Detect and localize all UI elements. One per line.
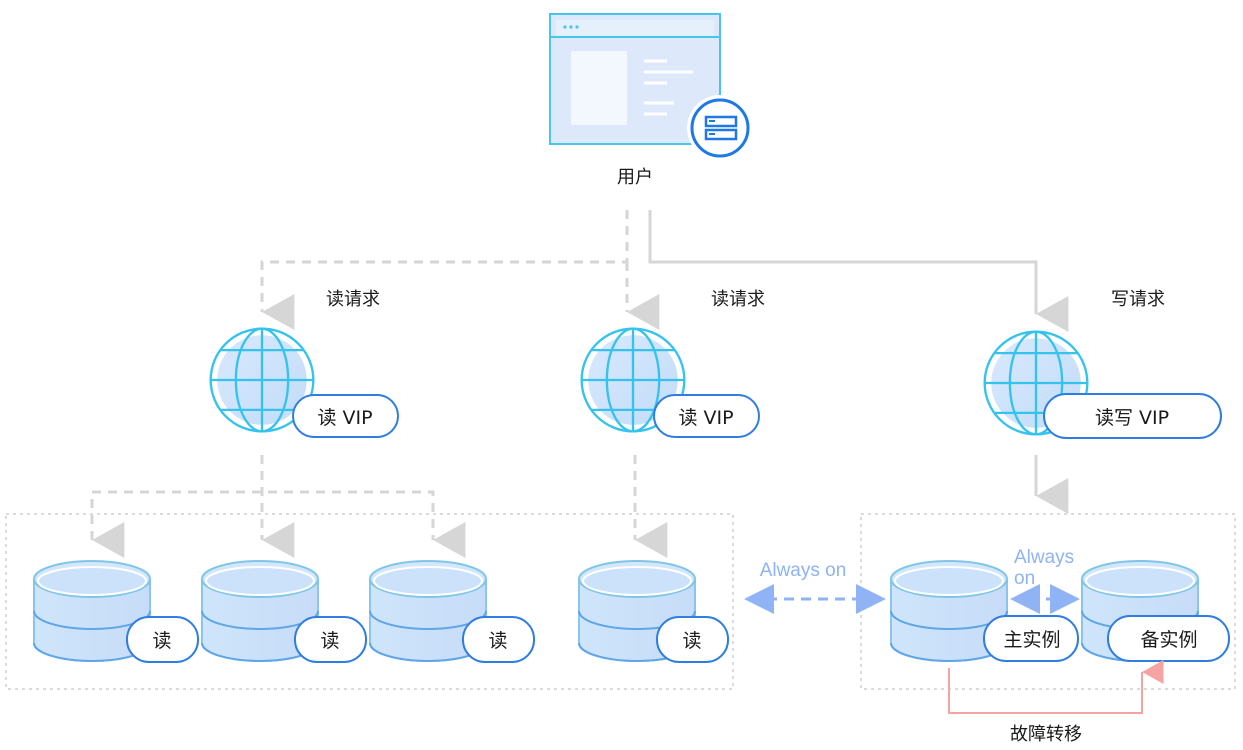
read-request-label-2: 读请求 — [711, 289, 765, 310]
failover-arrow — [948, 660, 1164, 714]
read-write-vip-node: 读写 VIP — [983, 330, 1222, 439]
read-replica-group — [5, 513, 734, 690]
user-label: 用户 — [617, 167, 653, 188]
always-on-label-outer: Always on — [760, 560, 847, 581]
read-vip-pill — [653, 394, 760, 438]
read-replica-4: 读 — [578, 560, 729, 663]
write-request-label: 写请求 — [1111, 289, 1165, 310]
primary-instance: 主实例 — [890, 560, 1079, 662]
always-on-label-inner-2: on — [1014, 568, 1035, 589]
always-on-label-inner-1: Always — [1014, 547, 1074, 568]
read-vip-node-1: 读 VIP — [209, 327, 399, 438]
read-replica-1: 读 — [33, 560, 199, 663]
read-write-vip-label: 读写 VIP — [1095, 407, 1169, 429]
user-node: 用户 — [549, 13, 753, 188]
read-request-line-1 — [260, 210, 629, 330]
read-replica-label: 读 — [488, 630, 507, 652]
standby-instance: 备实例 — [1081, 560, 1230, 662]
failover-label: 故障转移 — [1010, 724, 1082, 745]
browser-with-server-icon — [549, 13, 753, 161]
read-vip-label: 读 VIP — [678, 407, 733, 429]
read-vip-label: 读 VIP — [317, 407, 372, 429]
read-request-label-1: 读请求 — [326, 289, 380, 310]
read-replica-label: 读 — [682, 630, 701, 652]
vip-connectors — [90, 455, 1069, 558]
read-replica-label: 读 — [152, 630, 171, 652]
request-connectors — [260, 210, 1069, 332]
read-replica-2: 读 — [201, 560, 367, 663]
standby-label: 备实例 — [1140, 629, 1197, 651]
read-replica-label: 读 — [320, 630, 339, 652]
read-write-vip-pill — [1043, 393, 1222, 439]
read-replica-3: 读 — [369, 560, 535, 663]
write-request-line — [648, 210, 1069, 332]
read-vip-pill — [292, 394, 399, 438]
primary-label: 主实例 — [1003, 629, 1060, 651]
read-vip-node-2: 读 VIP — [580, 327, 760, 438]
